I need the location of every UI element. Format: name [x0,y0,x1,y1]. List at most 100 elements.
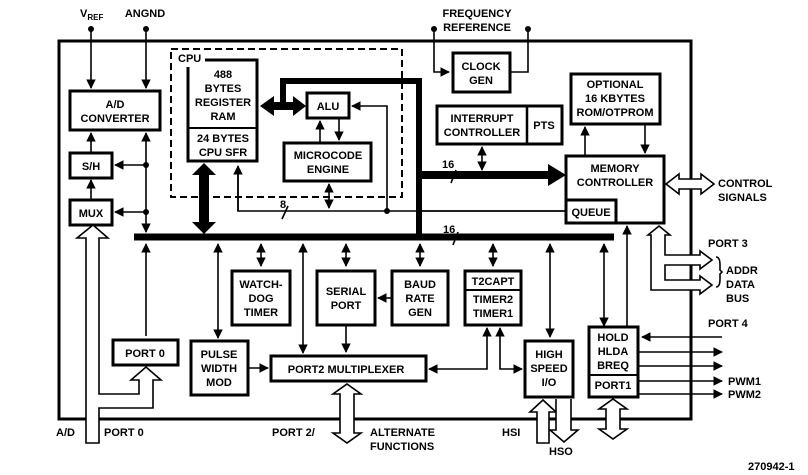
watchdog-label-2: DOG [248,293,273,305]
chip-outline [57,39,693,421]
pwm-label-3: MOD [206,377,232,389]
hsio-label-3: I/O [542,377,557,389]
baud-rate-gen-block [390,269,450,327]
interrupt-label-1: INTERRUPT [451,113,514,125]
microcode-engine-block [282,141,373,183]
lower-bus-width: 16 [443,224,455,236]
hso-arrow [547,399,581,444]
port3-port4-bus [645,224,714,296]
alu-block [305,91,351,120]
hsio-label-1: HIGH [535,349,563,361]
watchdog-label-1: WATCH- [239,279,283,291]
freq-out [510,29,529,73]
pwm-label-2: WIDTH [201,363,237,375]
baud-label-2: RATE [405,293,434,305]
sfr-label-2: CPU SFR [199,147,247,159]
interrupt-controller-block [435,104,564,146]
upper-bus-width: 16 [442,159,454,171]
bus-slash [281,205,289,220]
rom-label-1: OPTIONAL [587,79,644,91]
port0-pin-label: PORT 0 [104,427,144,439]
memctl-label-2: CONTROLLER [577,177,653,189]
clock-gen-block [451,51,512,94]
bus8-to-alu [351,101,388,211]
queue-label: QUEUE [571,207,610,219]
port2-multiplexer-block [269,354,428,383]
t2capt-label: T2CAPT [472,276,515,288]
port2-bus-arrow [330,383,364,444]
cpu-main-bus [280,78,422,236]
ram-label-2: BYTES [205,83,242,95]
bus-slash [452,231,459,246]
control-signals-arrow [664,172,716,196]
rom-block [569,72,662,126]
ad-converter-block [68,89,162,132]
pwm2-label: PWM2 [728,389,761,401]
clock-label-2: GEN [469,75,493,87]
ram-label-4: RAM [210,111,235,123]
ad-label: A/D [56,427,75,439]
hso-label: HSO [549,446,573,458]
hsi-label: HSI [502,427,520,439]
freq-in [433,29,450,77]
ram-label-1: 488 [214,69,232,81]
timer1-label: TIMER1 [473,308,513,320]
alu-label: ALU [317,101,340,113]
port2-label: PORT 2/ [272,427,315,439]
ad-port0-input-bus [74,223,164,444]
cpu-label: CPU [178,53,201,65]
rom-label-2: 16 KBYTES [585,93,645,105]
port1-label: PORT1 [595,380,632,392]
mux-label: MUX [79,208,104,220]
cpu-boundary [170,48,403,198]
port3-label: PORT 3 [708,238,748,250]
port0-label: PORT 0 [125,348,165,360]
ad-converter-label-1: A/D [106,99,125,111]
serial-port-block [315,269,377,327]
sfr-label-1: 24 BYTES [197,133,249,145]
control-label-2: SIGNALS [718,192,767,204]
hsi-arrow [527,398,559,444]
breq-label: BREQ [597,360,629,372]
port4-label: PORT 4 [708,318,749,330]
freq-ref-label-1: FREQUENCY [442,8,512,20]
addr-brace [715,256,724,288]
interrupt-label-2: CONTROLLER [444,127,520,139]
baud-label-3: GEN [408,307,432,319]
addr-label-3: BUS [726,293,749,305]
sh-label: S/H [82,161,100,173]
figure-id: 270942-1 [748,461,795,473]
baud-label-1: BAUD [404,279,436,291]
alt-label-1: ALTERNATE [370,427,435,439]
control-label-1: CONTROL [718,178,773,190]
pts-label: PTS [533,120,554,132]
port2-mux-label: PORT2 MULTIPLEXER [288,364,405,376]
register-ram-block [186,58,259,163]
hold-port1-block [587,325,640,399]
hsio-block [523,339,575,399]
serial-label-2: PORT [331,300,362,312]
microcode-label-2: ENGINE [307,164,349,176]
bus-to-memctl-arrow [548,164,566,186]
timer-hsio-link [495,327,523,374]
timer-block [463,269,523,327]
clock-label-1: CLOCK [461,61,500,73]
bus-slash [450,169,457,184]
pwm-label-1: PULSE [201,349,238,361]
hold-label: HOLD [597,332,628,344]
pwm1-label: PWM1 [728,376,761,388]
port1-bus-arrow [596,398,630,440]
serial-label-1: SERIAL [326,286,367,298]
timer2-label: TIMER2 [473,294,513,306]
angnd-label: ANGND [125,8,165,20]
hsio-label-2: SPEED [530,363,567,375]
vref-label: VREF [80,8,103,22]
ad-converter-label-2: CONVERTER [80,113,149,125]
memctl-label-1: MEMORY [590,163,640,175]
alt-label-2: FUNCTIONS [370,441,434,453]
addr-label-1: ADDR [726,265,758,277]
sfr-bus-arrow [192,163,216,234]
freq-ref-label-2: REFERENCE [443,22,511,34]
microcode-label-1: MICROCODE [294,150,362,162]
